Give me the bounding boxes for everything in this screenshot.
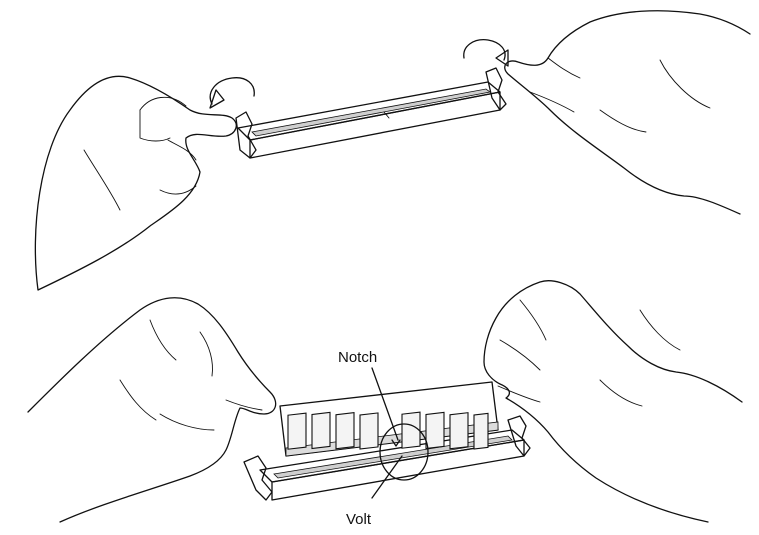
left-hand-top	[35, 76, 236, 290]
rotate-arrow-right-icon	[464, 40, 508, 66]
rotate-arrow-left-icon	[210, 78, 254, 108]
memory-module	[280, 382, 498, 456]
slot-clip-left	[236, 112, 256, 158]
right-hand-bottom	[484, 281, 742, 522]
step-open-clips	[35, 11, 750, 290]
step-insert-module: Notch Volt	[28, 281, 742, 528]
right-hand-top	[505, 11, 750, 214]
left-hand-bottom	[28, 298, 276, 522]
volt-label: Volt	[346, 511, 372, 528]
dimm-slot-top	[236, 68, 506, 158]
notch-label: Notch	[338, 349, 377, 366]
